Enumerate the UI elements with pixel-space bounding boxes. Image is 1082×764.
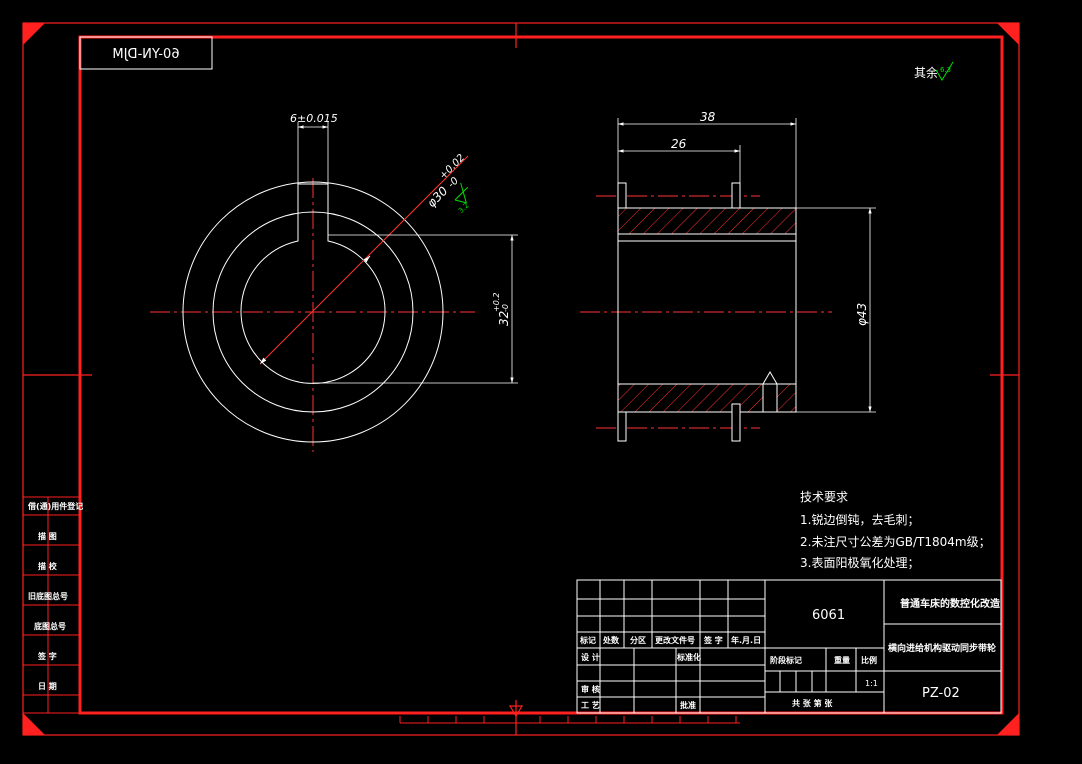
keyway-width-dim: 6±0.015 [290,112,338,125]
header-cell: 年.月.日 [731,635,761,645]
stage-label: 阶段标记 [770,655,802,665]
tech-requirements: 技术要求 1.锐边倒钝，去毛刺； 2.未注尺寸公差为GB/T1804m级； 3.… [800,490,991,570]
keyway-depth-main: 32 [497,311,511,326]
header-cell: 更改文件号 [655,635,695,645]
side-view: 38 26 φ43 [580,110,876,442]
bore-with-keyway [240,183,386,384]
surface-finish-note: 其余 6.3 [914,61,954,81]
sidebar-label: 借(通)用件登记 [27,501,83,511]
front-view: 6±0.015 φ30 +0.02 -0 3.2 32 +0.2 -0 [150,112,518,452]
sidebar-label: 日 期 [38,681,57,691]
dim-inner-length: 26 [671,137,687,151]
roughness-symbol-icon [935,61,954,81]
bore-roughness-icon [454,182,469,204]
left-sidebar-labels: 借(通)用件登记 描 图 描 校 旧底图总号 底图总号 签 字 日 期 [27,501,83,691]
header-cell: 处数 [602,635,620,645]
project-title: 普通车床的数控化改造 [900,597,1001,610]
title-block-text: 标记 处数 分区 更改文件号 签 字 年.月.日 设 计 标准化 审 核 工 艺… [579,597,1001,710]
surface-finish-label: 其余 [914,65,938,80]
part-name: 横向进给机构驱动同步带轮 [888,642,996,654]
sidebar-label: 底图总号 [33,621,66,631]
title-block-grid [576,579,1002,714]
dim-total-length: 38 [700,110,716,124]
process-label: 工 艺 [581,700,600,710]
sheet-label: 共 张 第 张 [792,698,833,708]
dim-outer-diameter: φ43 [855,303,869,326]
left-sidebar-table [22,496,81,714]
weight-label: 重量 [834,655,850,665]
drawing-code: 60-YN-DJM [112,47,179,62]
header-cell: 标记 [579,635,596,645]
sheet-frame [22,22,1020,736]
std-label: 标准化 [676,652,701,662]
bore-roughness: 3.2 [457,201,471,215]
scale-value: 1:1 [865,679,878,688]
sidebar-label: 旧底图总号 [28,591,68,601]
approve-label: 批准 [680,700,696,710]
review-label: 审 核 [581,684,600,694]
tech-req-item: 1.锐边倒钝，去毛刺； [800,513,919,527]
header-cell: 签 字 [703,635,723,645]
scale-label: 比例 [861,655,877,665]
drawing-code-box: 60-YN-DJM [79,36,213,70]
surface-finish-value: 6.3 [940,66,951,74]
bore-dim-main: φ30 [424,184,451,211]
material: 6061 [812,608,845,623]
header-cell: 分区 [630,635,646,645]
tech-req-item: 2.未注尺寸公差为GB/T1804m级； [800,534,991,549]
design-label: 设 计 [581,652,600,662]
keyway-depth-upper: +0.2 [492,293,501,312]
tech-req-title: 技术要求 [800,490,848,504]
tech-req-item: 3.表面阳极氧化处理； [800,556,919,570]
sidebar-label: 签 字 [37,651,57,661]
sidebar-label: 描 图 [38,531,57,541]
sidebar-label: 描 校 [38,561,58,571]
keyway-depth-lower: -0 [501,304,510,312]
drawing-number: PZ-02 [922,686,960,701]
